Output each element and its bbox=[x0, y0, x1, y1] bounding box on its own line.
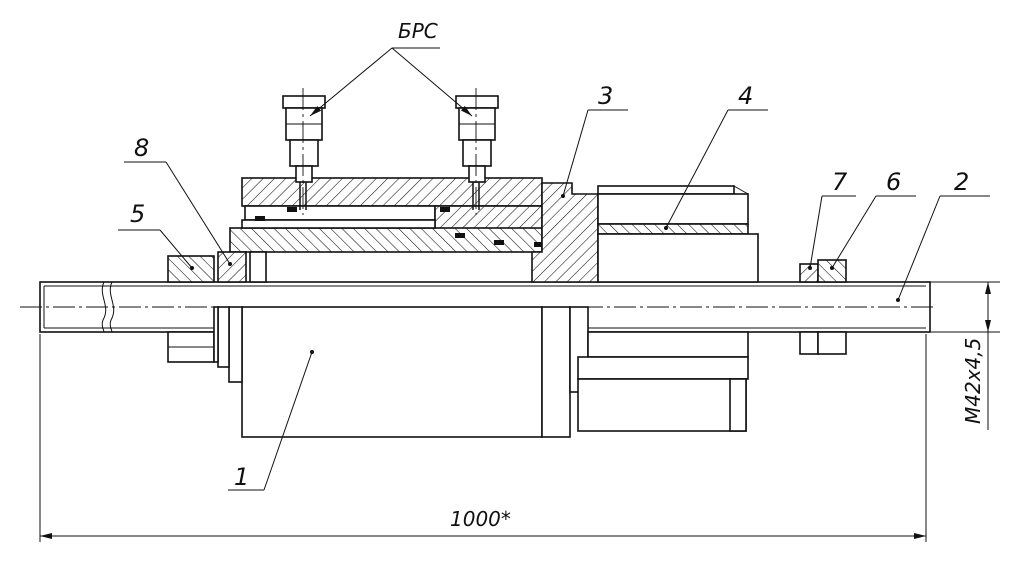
label-sensor: БРС bbox=[309, 19, 473, 117]
length-dimension: 1000* bbox=[39, 334, 927, 542]
length-dimension-text: 1000* bbox=[450, 507, 511, 531]
sensor-label: БРС bbox=[398, 19, 438, 43]
sensor-left bbox=[282, 95, 326, 210]
center-lines bbox=[20, 88, 935, 308]
part-number-4: 4 bbox=[738, 82, 753, 110]
label-8: 8 bbox=[124, 134, 232, 266]
right-nuts bbox=[799, 259, 847, 355]
label-3: 3 bbox=[561, 82, 628, 198]
part-number-2: 2 bbox=[954, 168, 969, 196]
part-number-5: 5 bbox=[130, 200, 145, 228]
part-number-3: 3 bbox=[598, 82, 613, 110]
cylinder-body bbox=[217, 306, 749, 438]
part-number-8: 8 bbox=[134, 134, 149, 162]
label-4: 4 bbox=[664, 82, 768, 230]
label-6: 6 bbox=[830, 168, 916, 270]
sleeve-part-4 bbox=[597, 185, 759, 283]
part-number-1: 1 bbox=[234, 463, 249, 491]
thread-dimension-text: M42x4,5 bbox=[961, 338, 985, 424]
label-7: 7 bbox=[808, 168, 856, 270]
label-2: 2 bbox=[896, 168, 990, 302]
label-1: 1 bbox=[228, 350, 314, 491]
part-number-6: 6 bbox=[886, 168, 901, 196]
label-5: 5 bbox=[118, 200, 194, 270]
part-number-7: 7 bbox=[832, 168, 848, 196]
head-part-3 bbox=[531, 182, 599, 283]
cylinder-section bbox=[167, 177, 543, 363]
thread-dimension: M42x4,5 bbox=[930, 281, 1000, 430]
